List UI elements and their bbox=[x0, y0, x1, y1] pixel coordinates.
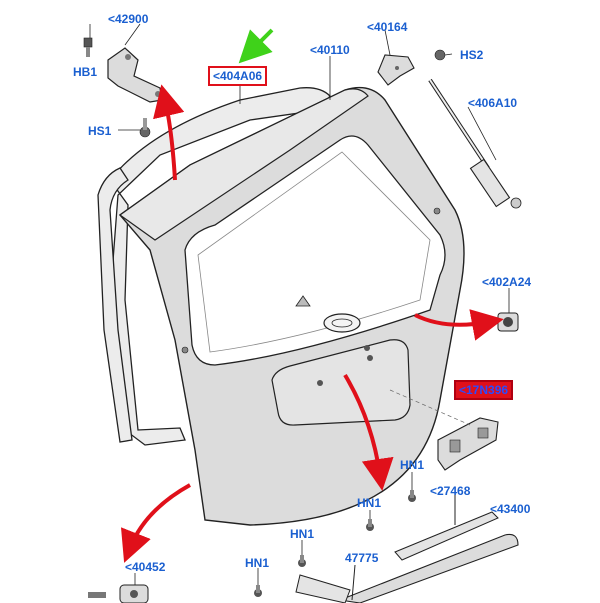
badge-emblem bbox=[323, 313, 361, 333]
red-arrows bbox=[121, 84, 504, 563]
license-plate-recess bbox=[271, 339, 411, 426]
tailgate-top-edge bbox=[118, 88, 369, 241]
label-47775: 47775 bbox=[345, 551, 379, 565]
label-402a24: <402A24 bbox=[482, 275, 532, 289]
tailgate-buffer bbox=[497, 312, 519, 332]
moulding-27468 bbox=[394, 511, 499, 561]
label-40452: <40452 bbox=[125, 560, 166, 574]
label-hn1-b: HN1 bbox=[357, 496, 382, 510]
screw-hs2 bbox=[434, 49, 446, 61]
rear-window bbox=[184, 135, 446, 366]
label-hs2: HS2 bbox=[460, 48, 484, 62]
label-hs1: HS1 bbox=[88, 124, 112, 138]
gas-strut bbox=[428, 78, 522, 209]
weatherstrip-seal bbox=[109, 87, 331, 446]
label-40110: <40110 bbox=[310, 43, 350, 57]
label-404a06-callout: <404A06 bbox=[208, 66, 268, 86]
leader-lines bbox=[89, 23, 510, 585]
nut-hn1 bbox=[254, 490, 416, 597]
label-hn1-c: HN1 bbox=[290, 527, 315, 541]
gas-strut-bracket bbox=[377, 54, 415, 86]
label-hn1-a: HN1 bbox=[400, 458, 425, 472]
label-43400: <43400 bbox=[490, 502, 531, 516]
moulding-47775 bbox=[295, 574, 351, 603]
latch-part bbox=[88, 584, 149, 603]
rear-window-inner bbox=[197, 151, 431, 353]
label-406a10: <406A10 bbox=[468, 96, 518, 110]
hinge-part bbox=[107, 47, 163, 103]
bolt-hb1 bbox=[83, 37, 93, 48]
weatherstrip-seal-left bbox=[97, 167, 133, 443]
moulding-43400 bbox=[337, 533, 519, 603]
plate-lamp-bracket bbox=[437, 417, 499, 471]
label-hb1: HB1 bbox=[73, 65, 98, 79]
green-arrow bbox=[238, 28, 274, 64]
label-27468: <27468 bbox=[430, 484, 471, 498]
label-40164: <40164 bbox=[367, 20, 408, 34]
label-42900: <42900 bbox=[108, 12, 149, 26]
label-hn1-d: HN1 bbox=[245, 556, 270, 570]
label-17n396-callout: <17N396 bbox=[454, 380, 514, 400]
